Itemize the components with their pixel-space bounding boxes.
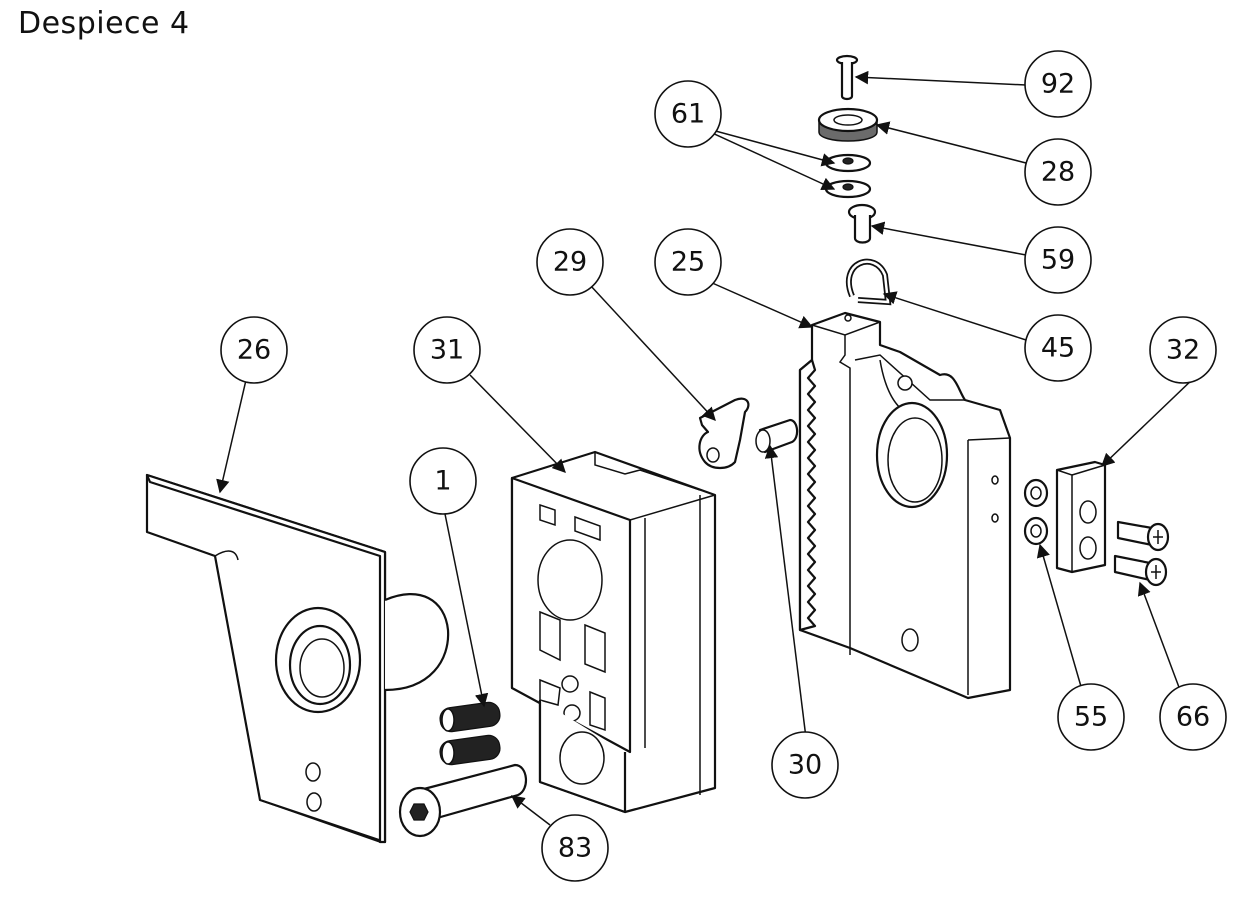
- balloon-29: 29: [536, 228, 604, 296]
- balloon-83: 83: [541, 814, 609, 882]
- balloon-label: 66: [1176, 702, 1210, 733]
- balloon-66: 66: [1159, 683, 1227, 751]
- balloon-92: 92: [1024, 50, 1092, 118]
- part-92-pin-screw: [835, 54, 859, 101]
- balloon-label: 61: [671, 99, 705, 130]
- balloon-label: 59: [1041, 245, 1075, 276]
- part-26-plate: [145, 473, 450, 844]
- part-66-screws: [1113, 520, 1170, 587]
- balloon-label: 26: [237, 335, 271, 366]
- part-83-cap-screw: [398, 763, 527, 838]
- balloon-label: 92: [1041, 69, 1075, 100]
- balloon-label: 29: [553, 247, 587, 278]
- part-32-block: [1055, 460, 1107, 574]
- balloon-45: 45: [1024, 314, 1092, 382]
- balloon-label: 28: [1041, 157, 1075, 188]
- balloon-label: 83: [558, 833, 592, 864]
- leader-lines: [216, 70, 1197, 826]
- part-1-set-screws: [439, 701, 501, 766]
- part-59-screw: [847, 203, 877, 244]
- balloon-28: 28: [1024, 138, 1092, 206]
- balloon-label: 1: [434, 466, 451, 497]
- balloon-1: 1: [409, 447, 477, 515]
- balloon-32: 32: [1149, 316, 1217, 384]
- balloon-61: 61: [654, 80, 722, 148]
- balloon-25: 25: [654, 228, 722, 296]
- page-title: Despiece 4: [18, 6, 190, 41]
- balloon-label: 45: [1041, 333, 1075, 364]
- part-29-latch: [698, 397, 750, 470]
- balloon-55: 55: [1057, 683, 1125, 751]
- part-28-bearing: [817, 107, 879, 142]
- balloon-59: 59: [1024, 226, 1092, 294]
- part-31-block: [510, 450, 717, 814]
- part-45-wire-clip: [845, 258, 892, 306]
- balloon-label: 31: [430, 335, 464, 366]
- part-25-main-body: [798, 311, 1012, 700]
- part-30-pin: [755, 418, 799, 454]
- part-61-washers: [824, 153, 872, 199]
- balloon-30: 30: [771, 731, 839, 799]
- balloon-label: 32: [1166, 335, 1200, 366]
- part-55-washers: [1023, 478, 1049, 546]
- balloon-label: 25: [671, 247, 705, 278]
- balloon-label: 30: [788, 750, 822, 781]
- balloon-31: 31: [413, 316, 481, 384]
- balloon-label: 55: [1074, 702, 1108, 733]
- balloon-26: 26: [220, 316, 288, 384]
